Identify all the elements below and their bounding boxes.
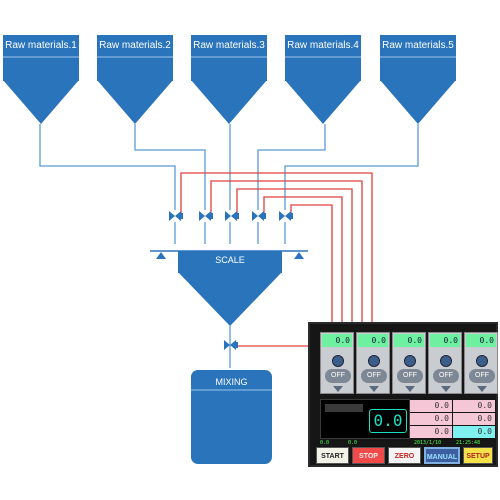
channel-1-value: 0.0	[322, 334, 352, 347]
channel-2-value: 0.0	[358, 334, 388, 347]
channel-4-switch[interactable]: OFF	[433, 369, 459, 383]
table-cell: 0.0	[410, 413, 452, 425]
hopper-1	[3, 35, 79, 124]
down-arrow-icon	[405, 386, 415, 392]
table-cell: 0.0	[453, 400, 495, 412]
status-date: 2013/1/10	[414, 440, 442, 446]
indicator-lamp-icon	[404, 355, 416, 367]
hoppers	[3, 35, 456, 124]
hopper-4-label: Raw materials.4	[287, 40, 359, 51]
status-left: 0.0	[320, 440, 330, 446]
down-arrow-icon	[369, 386, 379, 392]
channel-1: 0.0 OFF	[320, 332, 354, 394]
down-arrow-icon	[477, 386, 487, 392]
hopper-3	[191, 35, 267, 124]
material-pipes	[39, 124, 419, 368]
valve-mixer[interactable]	[224, 340, 238, 350]
hopper-2-label: Raw materials.2	[99, 40, 171, 51]
indicator-lamp-icon	[440, 355, 452, 367]
table-cell: 0.0	[410, 400, 452, 412]
channel-5: 0.0 OFF	[464, 332, 498, 394]
manual-button[interactable]: MANUAL	[424, 447, 460, 464]
channel-5-switch[interactable]: OFF	[469, 369, 495, 383]
scale-support-right-icon	[294, 252, 304, 259]
setup-button[interactable]: SETUP	[463, 447, 493, 464]
valve-1[interactable]	[169, 211, 183, 221]
display-header-bar	[325, 404, 363, 412]
mixing-label: MIXING	[215, 377, 248, 387]
mixing-tank	[191, 370, 272, 464]
down-arrow-icon	[441, 386, 451, 392]
scale-label: SCALE	[215, 255, 245, 265]
valve-3[interactable]	[225, 211, 239, 221]
channel-2-switch[interactable]: OFF	[361, 369, 387, 383]
hopper-5-label: Raw materials.5	[382, 40, 454, 51]
channel-1-switch[interactable]: OFF	[325, 369, 351, 383]
hopper-3-label: Raw materials.3	[193, 40, 265, 51]
valve-2[interactable]	[199, 211, 213, 221]
status-mid: 0.0	[348, 440, 358, 446]
table-cell: 0.0	[410, 426, 452, 438]
valve-4[interactable]	[252, 211, 266, 221]
hopper-1-label: Raw materials.1	[5, 40, 77, 51]
channel-3-value: 0.0	[394, 334, 424, 347]
start-button[interactable]: START	[316, 447, 349, 464]
hopper-5	[380, 35, 456, 124]
weight-value: 0.0	[369, 409, 407, 433]
valves	[169, 211, 293, 350]
zero-button[interactable]: ZERO	[388, 447, 421, 464]
channel-2: 0.0 OFF	[356, 332, 390, 394]
indicator-lamp-icon	[332, 355, 344, 367]
scale-support-left-icon	[156, 252, 166, 259]
down-arrow-icon	[333, 386, 343, 392]
status-time: 21:25:48	[456, 440, 481, 446]
channel-5-value: 0.0	[466, 334, 496, 347]
channel-4-value: 0.0	[430, 334, 460, 347]
valve-5[interactable]	[279, 211, 293, 221]
channel-4: 0.0 OFF	[428, 332, 462, 394]
hopper-2	[97, 35, 173, 124]
channel-3: 0.0 OFF	[392, 332, 426, 394]
table-cell: 0.0	[453, 413, 495, 425]
table-cell: 0.0	[453, 426, 495, 438]
stop-button[interactable]: STOP	[352, 447, 385, 464]
channel-3-switch[interactable]: OFF	[397, 369, 423, 383]
indicator-lamp-icon	[476, 355, 488, 367]
weight-display: 0.0	[320, 399, 410, 439]
hmi-panel: 0.0 OFF 0.0 OFF 0.0 OFF 0.0 OFF 0.0 OFF …	[308, 322, 498, 467]
hopper-4	[285, 35, 361, 124]
indicator-lamp-icon	[368, 355, 380, 367]
scale-vessel	[150, 250, 308, 326]
